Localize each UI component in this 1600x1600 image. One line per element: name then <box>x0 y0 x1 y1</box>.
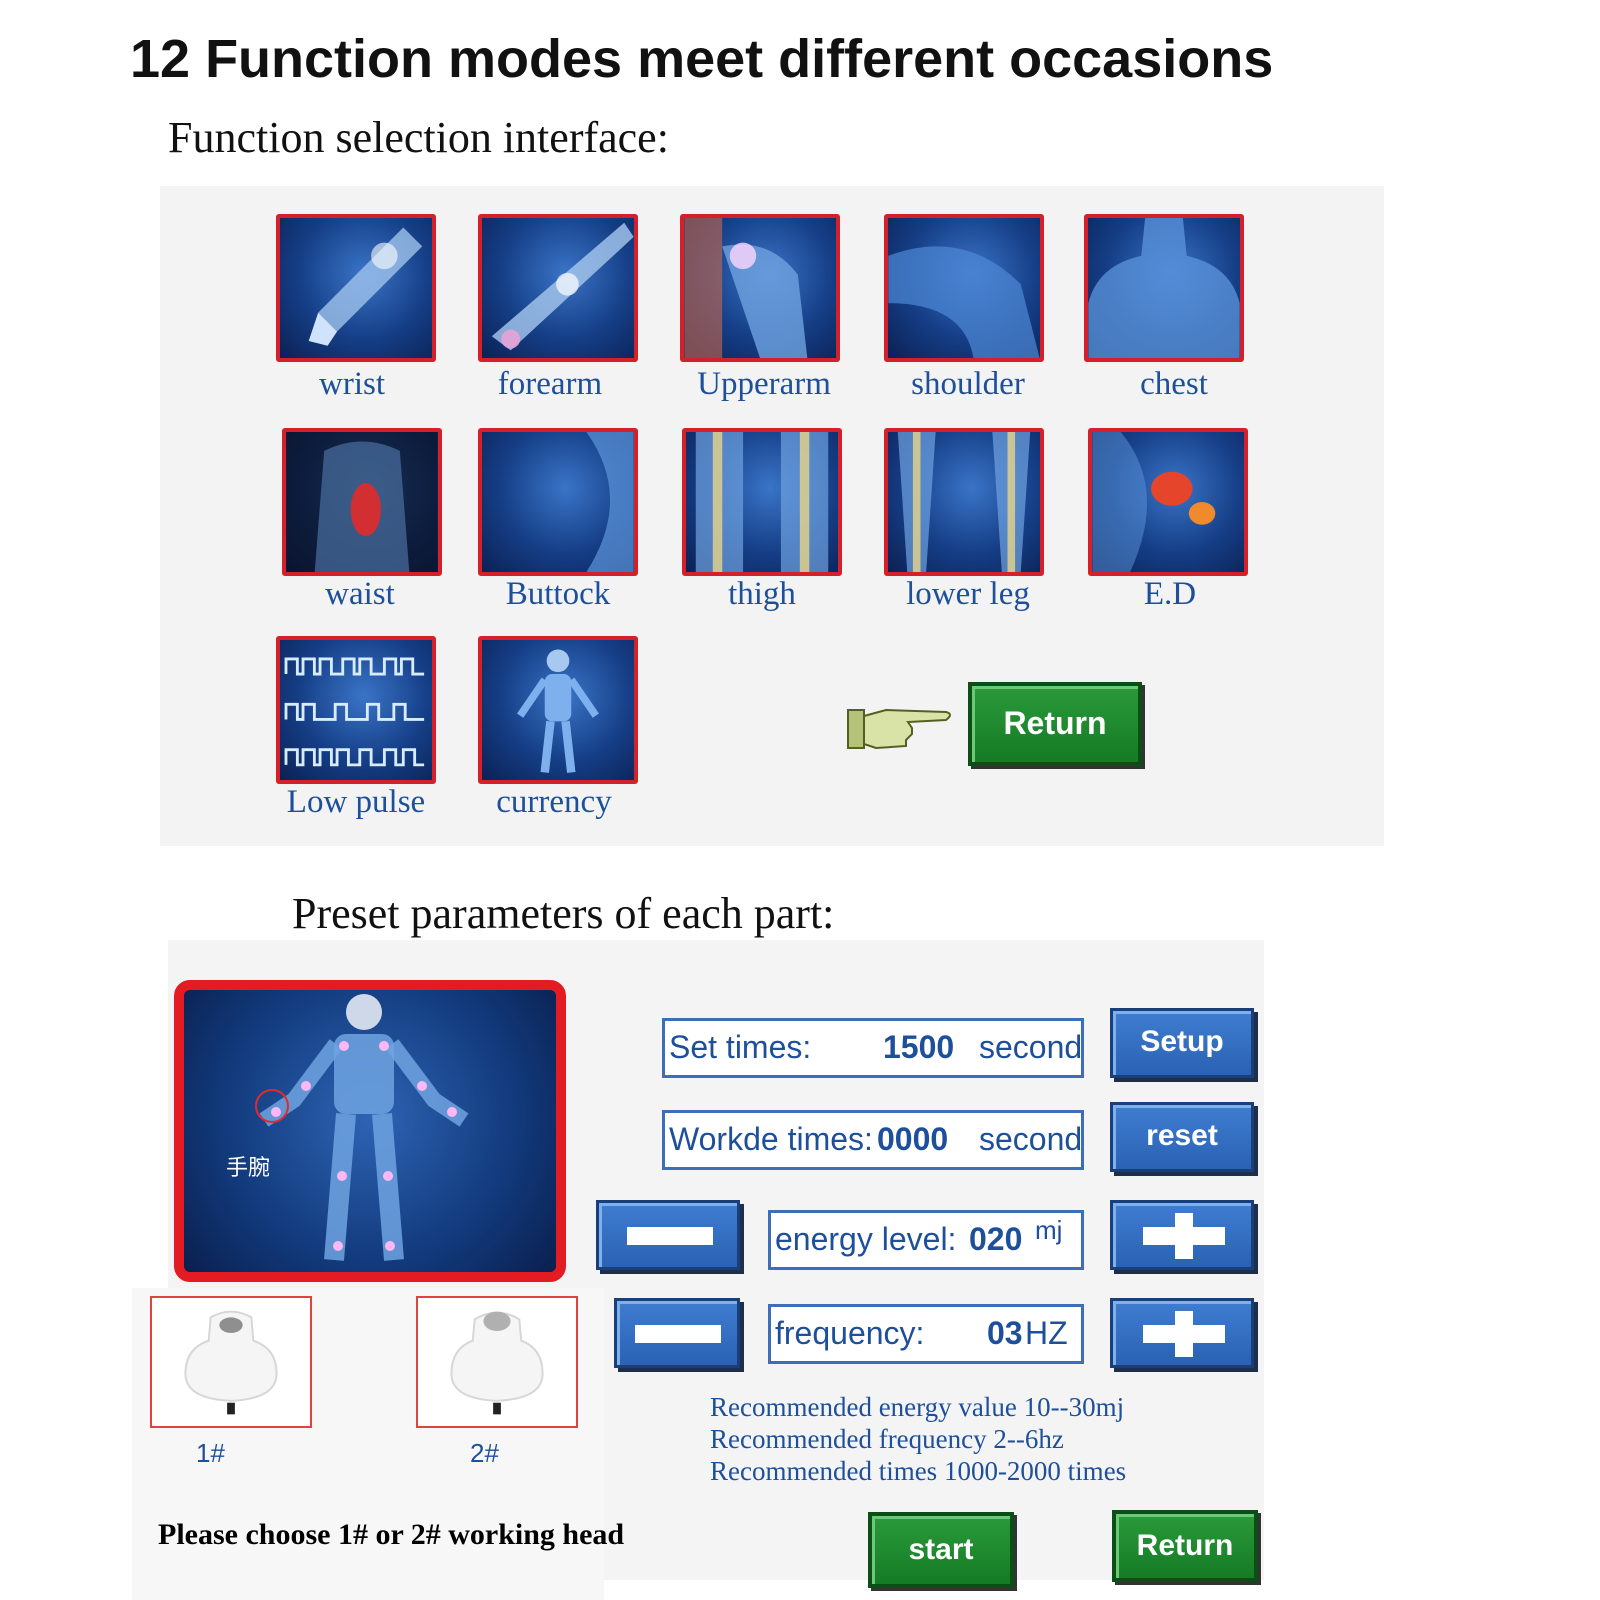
working-head-2-icon <box>450 1311 544 1415</box>
working-head-instruction: Please choose 1# or 2# working head <box>158 1518 625 1551</box>
forearm-icon <box>491 222 634 351</box>
set-times-value: 1500 <box>883 1029 955 1065</box>
shoulder-icon <box>888 246 1040 358</box>
frequency-value: 03 <box>987 1315 1023 1351</box>
mode-tile-lower-leg[interactable] <box>884 428 1044 576</box>
energy-level-label: energy level: <box>775 1221 957 1257</box>
recommendation-energy: Recommended energy value 10--30mj <box>710 1392 1125 1422</box>
energy-level-display: energy level: 020 mj <box>768 1210 1084 1270</box>
upperarm-icon <box>684 218 808 358</box>
energy-decrease-button[interactable] <box>596 1200 740 1270</box>
mode-label: lower leg <box>906 576 1030 612</box>
mode-tile-forearm[interactable] <box>478 214 638 362</box>
pointing-hand-icon <box>847 708 951 750</box>
mode-label: chest <box>1140 366 1208 402</box>
return-button[interactable]: Return <box>968 682 1142 766</box>
mode-label: Low pulse <box>286 784 426 820</box>
buttock-icon <box>586 432 634 572</box>
function-selection-heading: Function selection interface: <box>168 113 669 162</box>
mode-label: shoulder <box>911 366 1025 402</box>
setup-button[interactable]: Setup <box>1110 1008 1254 1078</box>
working-head-2-label: 2# <box>470 1438 499 1468</box>
body-image: 手腕 <box>174 980 566 1282</box>
mode-label: Buttock <box>505 576 611 612</box>
wrist-icon <box>308 227 423 346</box>
chest-icon <box>1088 218 1240 358</box>
energy-increase-button[interactable] <box>1110 1200 1254 1270</box>
worked-times-value: 0000 <box>877 1121 949 1157</box>
human-body-icon <box>517 649 599 773</box>
mode-label: E.D <box>1143 576 1197 612</box>
frequency-unit: HZ <box>1025 1315 1068 1351</box>
working-head-1-icon <box>184 1310 278 1415</box>
mode-tile-shoulder[interactable] <box>884 214 1044 362</box>
worked-times-label: Workde times: <box>669 1121 873 1157</box>
energy-level-value: 020 <box>969 1221 1023 1257</box>
preset-parameters-heading: Preset parameters of each part: <box>292 889 835 938</box>
minus-icon <box>635 1325 721 1343</box>
mode-label: waist <box>325 576 395 612</box>
start-button[interactable]: start <box>868 1512 1014 1588</box>
working-head-1-label: 1# <box>196 1438 225 1468</box>
mode-tile-thigh[interactable] <box>682 428 842 576</box>
set-times-display: Set times: 1500 second <box>662 1018 1084 1078</box>
mode-tile-currency[interactable] <box>478 636 638 784</box>
mode-tile-wrist[interactable] <box>276 214 436 362</box>
energy-level-unit: mj <box>1035 1215 1063 1245</box>
worked-times-display: Workde times: 0000 second <box>662 1110 1084 1170</box>
frequency-decrease-button[interactable] <box>614 1298 740 1368</box>
mode-label: thigh <box>728 576 796 612</box>
working-head-2[interactable] <box>416 1296 578 1428</box>
frequency-label: frequency: <box>775 1315 925 1351</box>
lower-leg-icon <box>897 432 1031 572</box>
recommendation-frequency: Recommended frequency 2--6hz <box>710 1424 1064 1454</box>
skeleton-icon <box>255 994 469 1261</box>
frequency-increase-button[interactable] <box>1110 1298 1254 1368</box>
thigh-icon <box>695 432 829 572</box>
waist-icon <box>286 432 438 572</box>
mode-tile-waist[interactable] <box>282 428 442 576</box>
mode-tile-low-pulse[interactable] <box>276 636 436 784</box>
return-button-preset[interactable]: Return <box>1112 1510 1258 1582</box>
mode-label: forearm <box>497 366 603 402</box>
image-caption: 手腕 <box>226 1156 271 1181</box>
page-title: 12 Function modes meet different occasio… <box>130 29 1274 89</box>
set-times-label: Set times: <box>669 1029 812 1065</box>
set-times-unit: second <box>979 1029 1083 1065</box>
reset-button[interactable]: reset <box>1110 1102 1254 1172</box>
frequency-display: frequency: 03 HZ <box>768 1304 1084 1364</box>
mode-label: currency <box>496 784 612 820</box>
pulse-wave-icon <box>284 657 425 767</box>
worked-times-unit: second <box>979 1121 1083 1157</box>
mode-label: wrist <box>319 366 385 402</box>
mode-label: Upperarm <box>697 366 831 402</box>
ed-icon <box>1092 432 1216 572</box>
recommendation-times: Recommended times 1000-2000 times <box>710 1456 1127 1486</box>
mode-tile-chest[interactable] <box>1084 214 1244 362</box>
mode-tile-ed[interactable] <box>1088 428 1248 576</box>
mode-tile-upperarm[interactable] <box>680 214 840 362</box>
working-head-1[interactable] <box>150 1296 312 1428</box>
minus-icon <box>627 1227 713 1245</box>
mode-tile-buttock[interactable] <box>478 428 638 576</box>
